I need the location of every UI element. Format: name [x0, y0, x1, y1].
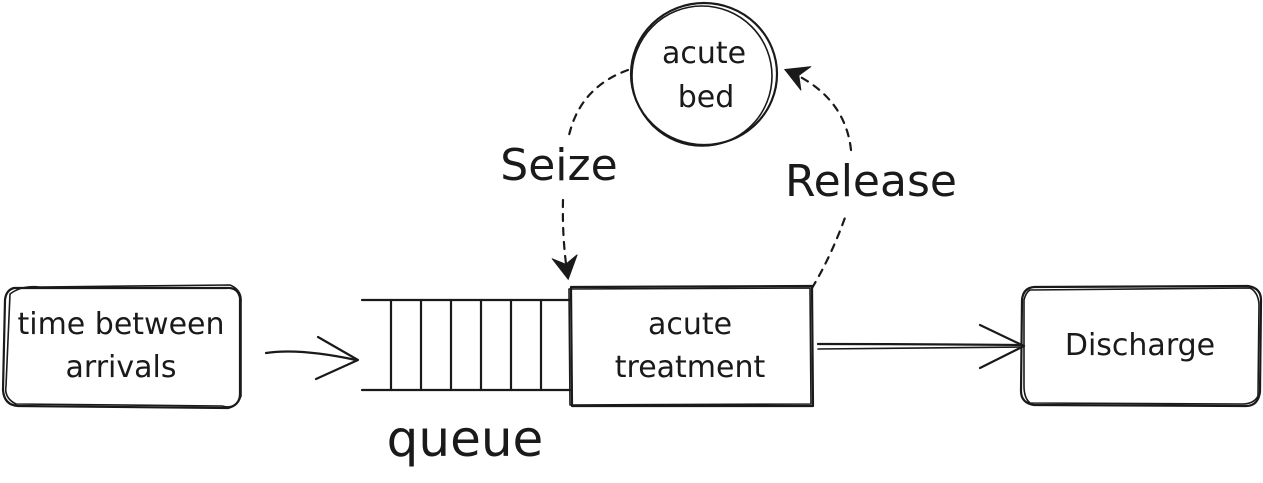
discharge-label: Discharge [1065, 328, 1215, 363]
seize-label: Seize [500, 140, 617, 191]
edge-release: Release [785, 70, 957, 290]
treatment-label-line1: acute [648, 307, 732, 342]
treatment-label-line2: treatment [615, 350, 766, 385]
arrivals-node: time between arrivals [1, 284, 242, 410]
arrivals-label-line1: time between [17, 307, 224, 342]
queue-label: queue [387, 410, 544, 468]
discharge-node: Discharge [1019, 284, 1263, 408]
edge-seize: Seize [500, 68, 630, 278]
queue-node: queue [360, 298, 572, 468]
bed-label-line1: acute [662, 36, 746, 71]
arrow-arrivals-to-queue [264, 335, 360, 381]
bed-node: acute bed [629, 1, 779, 147]
treatment-node: acute treatment [568, 284, 815, 408]
arrow-treatment-to-discharge [816, 323, 1026, 370]
release-label: Release [785, 156, 957, 207]
arrivals-label-line2: arrivals [66, 350, 177, 385]
bed-label-line2: bed [678, 80, 735, 115]
